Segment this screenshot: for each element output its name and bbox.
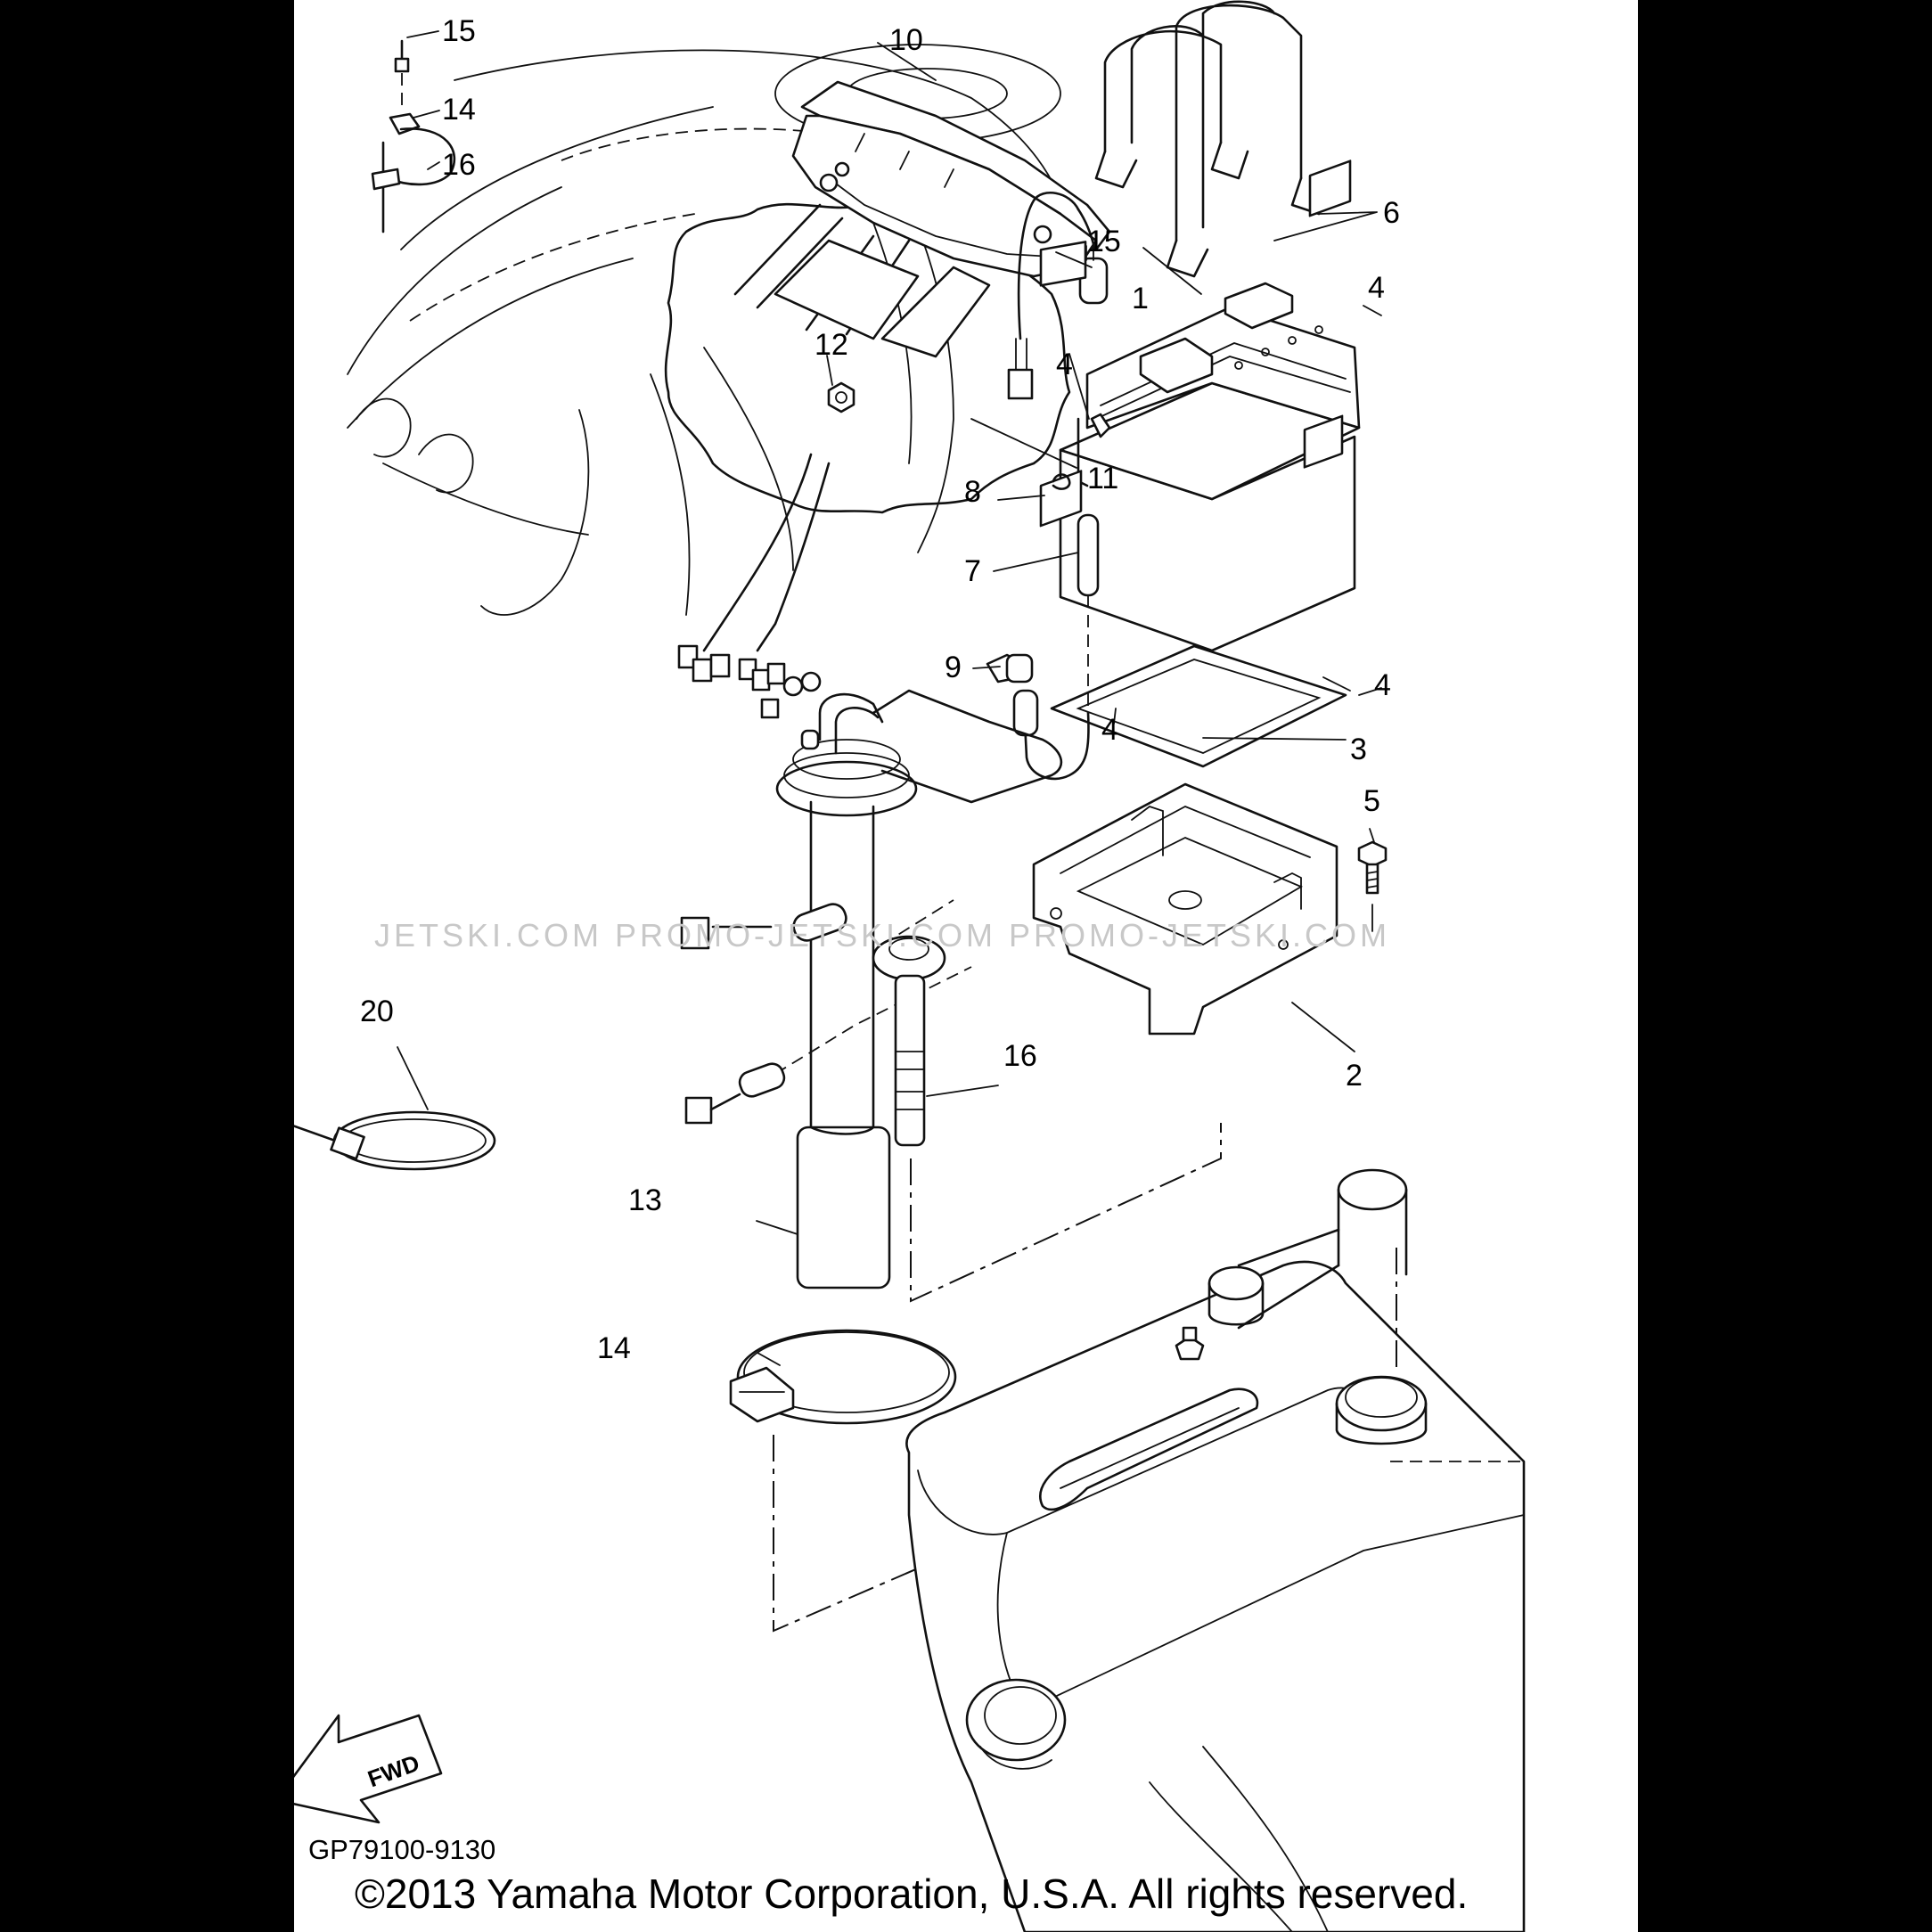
fuel-sender-part-13 xyxy=(680,689,1063,1289)
callout-5: 5 xyxy=(1363,784,1380,818)
battery-mat-part-3 xyxy=(1050,644,1347,768)
exploded-parts-drawing: 15 10 14 16 6 15 1 4 4 12 11 8 7 9 4 4 3… xyxy=(294,0,1526,1932)
battery-box-part-2 xyxy=(1032,782,1338,1036)
copyright-notice: ©2013 Yamaha Motor Corporation, U.S.A. A… xyxy=(355,1871,1469,1917)
callout-8: 8 xyxy=(964,475,981,509)
callout-4-left: 4 xyxy=(1056,348,1073,381)
battery-straps-part-6 xyxy=(1094,0,1330,278)
callout-1: 1 xyxy=(1132,282,1149,315)
callout-4-right: 4 xyxy=(1374,668,1391,702)
callout-19: 16 xyxy=(442,148,476,182)
callout-numbers: 15 10 14 16 6 15 1 4 4 12 11 8 7 9 4 4 3… xyxy=(360,14,1400,1365)
callout-4-bottom: 4 xyxy=(1101,713,1118,747)
watermark: JETSKI.COM PROMO-JETSKI.COM PROMO-JETSKI… xyxy=(374,917,1390,954)
cable-tie-part-20 xyxy=(294,1110,496,1171)
callout-18: 15 xyxy=(442,14,476,48)
wire-harness-connectors xyxy=(677,453,831,719)
callout-14: 14 xyxy=(597,1331,631,1365)
clamp-parts-17-18-19 xyxy=(371,39,456,233)
callout-13: 13 xyxy=(628,1183,662,1217)
callout-15: 15 xyxy=(1087,225,1121,258)
callout-12: 12 xyxy=(815,328,848,362)
meter-unit-part-10 xyxy=(733,80,1111,358)
callout-9: 9 xyxy=(945,651,962,684)
callout-17: 14 xyxy=(442,93,476,127)
callout-20: 20 xyxy=(360,995,394,1028)
diagram-part-number: GP79100-9130 xyxy=(308,1834,496,1865)
callout-16: 16 xyxy=(1003,1039,1037,1073)
callout-11: 11 xyxy=(1087,462,1118,495)
sender-bolt-part-16 xyxy=(872,935,1222,1303)
fwd-arrow-icon: FWD xyxy=(294,1714,443,1824)
bolt-part-5 xyxy=(1357,840,1388,932)
callout-7: 7 xyxy=(964,554,981,588)
sensor-part-15 xyxy=(1007,192,1109,400)
callout-10: 10 xyxy=(889,23,923,57)
parts-diagram-sheet: 15 10 14 16 6 15 1 4 4 12 11 8 7 9 4 4 3… xyxy=(294,0,1638,1932)
callout-2: 2 xyxy=(1346,1059,1363,1093)
pads-part-4 xyxy=(1039,160,1352,528)
callout-4-top-right: 4 xyxy=(1368,271,1385,305)
battery-part-1 xyxy=(1059,282,1361,652)
callout-3: 3 xyxy=(1350,733,1367,766)
fuel-tank xyxy=(905,1168,1526,1932)
callout-leader-lines xyxy=(397,30,1382,1366)
callout-6: 6 xyxy=(1383,196,1400,230)
nut-part-12 xyxy=(827,381,855,413)
vent-tube-parts-7-8-9 xyxy=(986,473,1100,781)
